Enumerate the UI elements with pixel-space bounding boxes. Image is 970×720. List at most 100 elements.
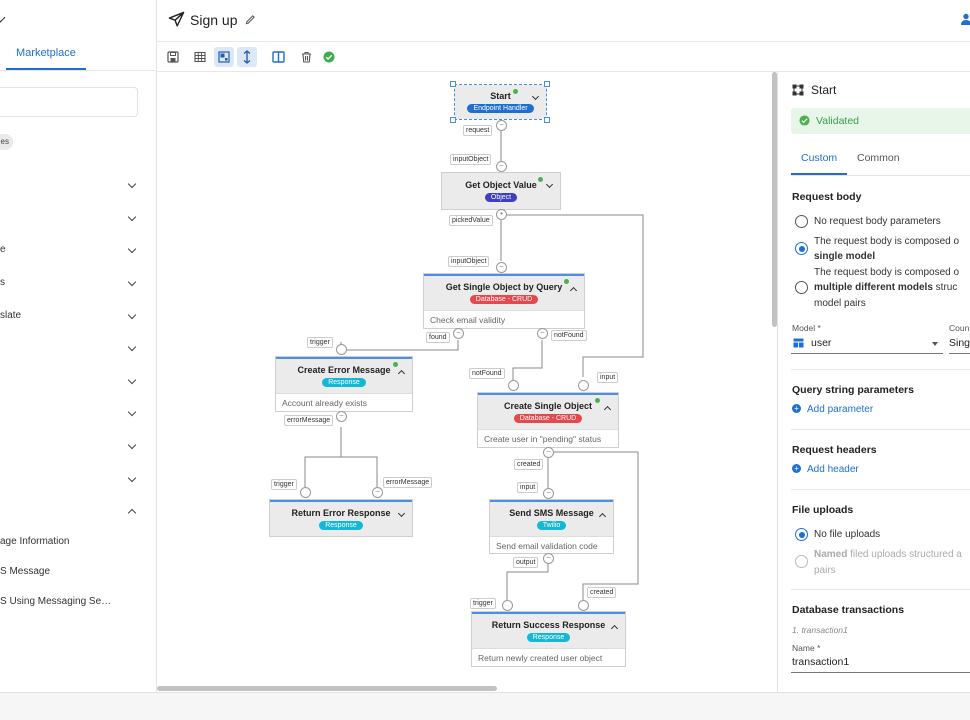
- toolbar: [157, 42, 970, 72]
- split-panel-button[interactable]: [268, 47, 288, 67]
- chevron-down-icon: [127, 179, 137, 189]
- chevron-down-icon: [127, 440, 137, 450]
- model-select[interactable]: user: [791, 335, 943, 354]
- port-out[interactable]: −: [336, 411, 347, 422]
- sidebar-category-expanded[interactable]: [0, 502, 156, 522]
- status-dot: [595, 398, 600, 403]
- port-out[interactable]: −: [543, 447, 554, 458]
- resize-handle[interactable]: [450, 117, 456, 123]
- node-badge: Response: [526, 633, 571, 642]
- name-label: Name *: [792, 643, 821, 653]
- canvas-vertical-scrollbar[interactable]: [772, 72, 777, 327]
- save-button[interactable]: [163, 47, 183, 67]
- port-label: trigger: [307, 337, 333, 348]
- port-in[interactable]: −: [496, 161, 507, 172]
- sidebar-category[interactable]: [0, 404, 156, 424]
- fit-view-button[interactable]: [214, 47, 234, 67]
- node-send-sms-message[interactable]: Send SMS Message Twilio Send email valid…: [489, 499, 614, 554]
- port-in[interactable]: −: [496, 262, 507, 273]
- node-create-single-object[interactable]: Create Single Object Database - CRUD Cre…: [477, 392, 619, 448]
- node-title: Return Error Response: [291, 508, 391, 518]
- port-out[interactable]: −: [496, 120, 507, 131]
- port-out[interactable]: −: [543, 553, 554, 564]
- sidebar-item[interactable]: S Using Messaging Se…: [0, 596, 112, 607]
- port-in[interactable]: [336, 344, 347, 355]
- user-icon[interactable]: [961, 13, 970, 25]
- radio-multiple-models[interactable]: [795, 281, 808, 294]
- sidebar-category[interactable]: e: [0, 241, 156, 261]
- tab-custom[interactable]: Custom: [801, 152, 838, 164]
- port-in[interactable]: −: [372, 487, 383, 498]
- port-in[interactable]: [502, 600, 513, 611]
- canvas-horizontal-scrollbar[interactable]: [157, 686, 497, 691]
- vertical-layout-button[interactable]: [237, 47, 257, 67]
- count-select[interactable]: Sing: [949, 335, 970, 354]
- sidebar-search-input[interactable]: [0, 87, 138, 117]
- sidebar-category-label: slate: [0, 310, 22, 321]
- resize-handle[interactable]: [544, 117, 550, 123]
- node-create-error-message[interactable]: Create Error Message Response Account al…: [275, 356, 413, 412]
- radio-no-request-body[interactable]: [795, 215, 808, 228]
- sidebar-item[interactable]: age Information: [0, 536, 70, 547]
- node-get-object-value[interactable]: Get Object Value Object: [441, 172, 561, 210]
- node-get-single-object[interactable]: Get Single Object by Query Database - CR…: [423, 273, 585, 329]
- delete-button[interactable]: [296, 47, 316, 67]
- port-out[interactable]: −: [453, 328, 464, 339]
- node-return-success-response[interactable]: Return Success Response Response Return …: [471, 611, 626, 667]
- section-divider: [791, 369, 970, 370]
- radio-single-model[interactable]: [795, 242, 808, 255]
- node-start[interactable]: Start Endpoint Handler: [454, 84, 547, 120]
- resize-handle[interactable]: [450, 81, 456, 87]
- sidebar-category[interactable]: [0, 339, 156, 359]
- port-in[interactable]: [578, 380, 589, 391]
- sidebar-category[interactable]: [0, 437, 156, 457]
- port-label: notFound: [551, 330, 587, 341]
- port-label: input: [597, 372, 619, 383]
- section-divider: [791, 489, 970, 490]
- flow-canvas[interactable]: Start Endpoint Handler Get Object Value …: [157, 72, 777, 692]
- resize-handle[interactable]: [544, 81, 550, 87]
- sidebar-category[interactable]: [0, 209, 156, 229]
- port-in[interactable]: −: [543, 488, 554, 499]
- port-label: notFound: [469, 368, 505, 379]
- add-parameter-label: Add parameter: [807, 404, 874, 415]
- transaction-name-input[interactable]: transaction1: [791, 654, 970, 673]
- port-label: found: [426, 332, 450, 343]
- port-in[interactable]: [508, 380, 519, 391]
- db-transactions-heading: Database transactions: [792, 604, 905, 616]
- query-params-heading: Query string parameters: [792, 384, 914, 396]
- tab-divider: [0, 70, 156, 71]
- filter-chip[interactable]: es: [0, 134, 13, 150]
- port-out[interactable]: −: [537, 328, 548, 339]
- node-title: Get Single Object by Query: [445, 282, 563, 292]
- sidebar-item[interactable]: S Message: [0, 566, 51, 577]
- pencil-icon[interactable]: [245, 14, 256, 25]
- node-return-error-response[interactable]: Return Error Response Response: [269, 499, 413, 537]
- port-in[interactable]: [578, 600, 589, 611]
- option-label: model pairs: [814, 298, 866, 309]
- add-header-link[interactable]: +Add header: [792, 464, 859, 475]
- chevron-up-icon: [127, 508, 137, 518]
- port-label: output: [513, 557, 539, 568]
- check-circle-icon: [323, 51, 335, 63]
- radio-no-file-uploads[interactable]: [795, 528, 808, 541]
- request-body-heading: Request body: [792, 191, 862, 203]
- sidebar-category[interactable]: [0, 176, 156, 196]
- port-out[interactable]: •: [496, 209, 507, 220]
- tab-marketplace[interactable]: Marketplace: [16, 47, 76, 59]
- tab-common[interactable]: Common: [857, 152, 900, 164]
- port-label: request: [463, 125, 493, 136]
- grid-button[interactable]: [190, 47, 210, 67]
- sidebar-category[interactable]: slate: [0, 307, 156, 327]
- paper-plane-icon: [168, 11, 185, 27]
- sidebar-category[interactable]: [0, 372, 156, 392]
- count-value: Sing: [949, 337, 970, 349]
- radio-named-uploads[interactable]: [795, 555, 808, 568]
- sidebar-category[interactable]: s: [0, 274, 156, 294]
- port-in[interactable]: [300, 487, 311, 498]
- chevron-down-icon[interactable]: [0, 12, 6, 23]
- sidebar-category[interactable]: [0, 470, 156, 490]
- add-parameter-link[interactable]: +Add parameter: [792, 404, 873, 415]
- node-title: Send SMS Message: [509, 508, 594, 518]
- table-icon: [793, 338, 804, 348]
